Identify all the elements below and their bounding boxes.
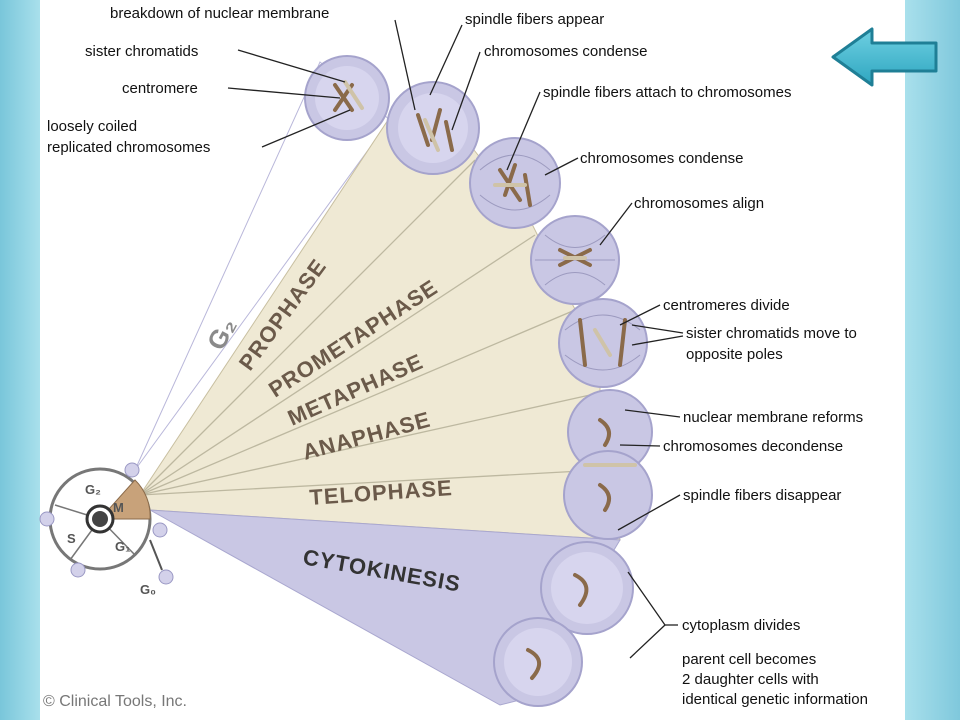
background-left: [0, 0, 40, 720]
label-loosely-coiled: loosely coiled: [47, 118, 137, 135]
label-leaders: [227, 19, 684, 659]
label-membrane-reforms: nuclear membrane reforms: [683, 409, 863, 426]
label-cytoplasm-divides: cytoplasm divides: [682, 617, 800, 634]
label-centromere: centromere: [122, 80, 198, 97]
label-chromosomes-align: chromosomes align: [634, 195, 764, 212]
cell-cytokinesis-upper: [540, 541, 634, 635]
cycle-m: M: [113, 500, 124, 515]
cycle-g2: G₂: [85, 482, 101, 497]
cycle-s: S: [67, 531, 76, 546]
back-arrow-button[interactable]: [830, 25, 940, 87]
label-sister-move-2: opposite poles: [686, 346, 783, 363]
cell-telophase: [563, 389, 653, 540]
label-parent-cell-3: identical genetic information: [682, 691, 868, 708]
label-chromosomes-condense-1: chromosomes condense: [484, 43, 647, 60]
cell-prometaphase: [469, 137, 561, 229]
cell-prophase: [386, 81, 480, 175]
label-parent-cell-1: parent cell becomes: [682, 651, 816, 668]
cycle-g1: G₁: [115, 539, 131, 554]
label-sister-move-1: sister chromatids move to: [686, 325, 857, 342]
label-sister-chromatids: sister chromatids: [85, 43, 198, 60]
cycle-g0: G₀: [140, 582, 156, 597]
cell-anaphase: [558, 298, 648, 388]
label-parent-cell-2: 2 daughter cells with: [682, 671, 819, 688]
label-breakdown: breakdown of nuclear membrane: [110, 5, 329, 22]
label-spindle-attach: spindle fibers attach to chromosomes: [543, 84, 791, 101]
label-centromeres-divide: centromeres divide: [663, 297, 790, 314]
label-chromosomes-decondense: chromosomes decondense: [663, 438, 843, 455]
copyright-text: © Clinical Tools, Inc.: [43, 693, 187, 710]
cell-metaphase: [530, 215, 620, 305]
cell-g2: [304, 55, 390, 141]
cell-cytokinesis-lower: [493, 617, 583, 707]
label-spindle-appear: spindle fibers appear: [465, 11, 604, 28]
cell-cycle-diagram: [39, 462, 174, 585]
label-chromosomes-condense-2: chromosomes condense: [580, 150, 743, 167]
label-replicated-chromosomes: replicated chromosomes: [47, 139, 210, 156]
background-right: [905, 0, 960, 720]
left-arrow-icon: [831, 27, 938, 87]
label-spindle-disappear: spindle fibers disappear: [683, 487, 841, 504]
phase-dividers: [139, 159, 601, 496]
